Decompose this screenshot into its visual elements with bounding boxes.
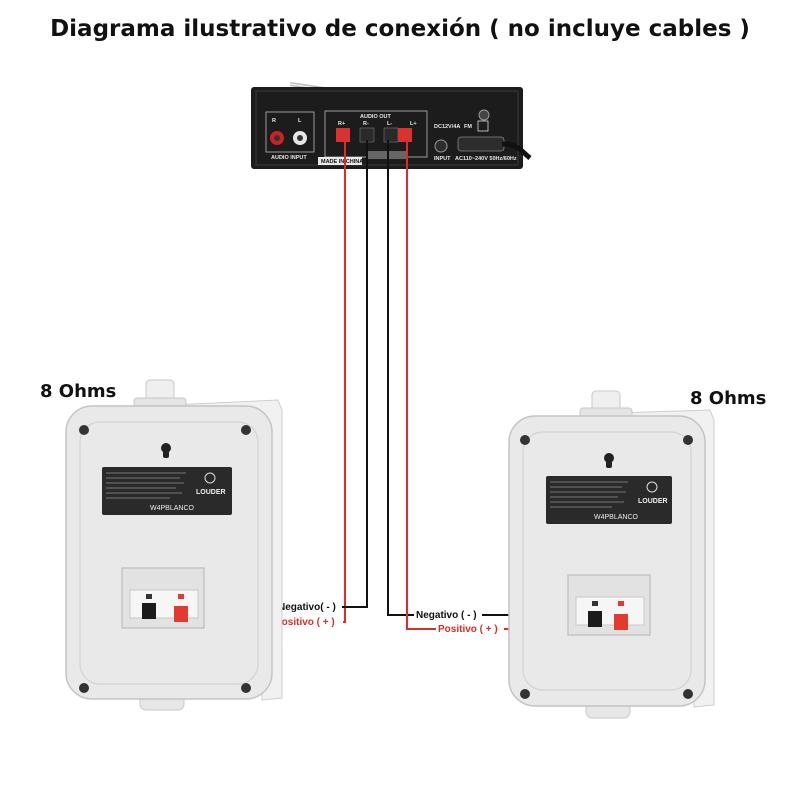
made-in-label: MADE IN CHINA xyxy=(321,159,363,165)
terminal-negative xyxy=(588,611,602,627)
term-r-pos-label: R+ xyxy=(338,121,345,127)
terminal-positive xyxy=(174,606,188,622)
model-label: W4PBLANCO xyxy=(150,505,195,512)
ac-label: AC110~240V 50Hz/60Hz xyxy=(455,156,517,162)
audio-out-label: AUDIO OUT xyxy=(360,114,392,120)
label-right-positive: Positivo ( + ) xyxy=(438,624,498,635)
diagram-title: Diagrama ilustrativo de conexión ( no in… xyxy=(50,16,750,42)
terminal-r-positive xyxy=(336,128,350,142)
input-label: INPUT xyxy=(434,156,451,162)
terminal-positive xyxy=(614,614,628,630)
jack-l-label: L xyxy=(298,118,302,124)
label-right-negative: Negativo ( - ) xyxy=(416,610,477,621)
antenna-jack xyxy=(478,109,490,121)
brand-label: LOUDER xyxy=(638,498,668,505)
fm-label: FM xyxy=(464,124,472,130)
model-label: W4PBLANCO xyxy=(594,514,639,521)
brand-label: LOUDER xyxy=(196,489,226,496)
left-speaker-impedance: 8 Ohms xyxy=(40,381,117,402)
info-plate xyxy=(102,467,232,515)
term-l-neg-label: L- xyxy=(387,121,392,127)
terminal-l-negative xyxy=(383,127,399,143)
terminal-r-negative xyxy=(359,127,375,143)
term-l-pos-label: L+ xyxy=(410,121,417,127)
audio-input-panel xyxy=(265,111,315,153)
term-r-neg-label: R- xyxy=(363,121,369,127)
label-left-positive: Positivo ( + ) xyxy=(275,617,335,628)
info-plate xyxy=(546,476,672,524)
brand-logo-icon xyxy=(646,481,658,493)
ac-socket xyxy=(457,136,505,152)
dc-label: DC12V/4A xyxy=(434,124,460,130)
amplifier: R L AUDIO INPUT AUDIO OUT R+ R- L- L+ MA… xyxy=(251,82,532,169)
right-speaker-impedance: 8 Ohms xyxy=(690,388,767,409)
dc-jack xyxy=(434,139,448,153)
label-left-negative: Negativo( - ) xyxy=(278,602,336,613)
audio-input-label: AUDIO INPUT xyxy=(271,155,307,161)
power-cord xyxy=(501,141,532,160)
made-in-plate xyxy=(318,157,362,165)
terminal-negative xyxy=(142,603,156,619)
left-speaker: LOUDER W4PBLANCO xyxy=(65,379,283,711)
jack-r-label: R xyxy=(272,118,276,124)
right-speaker: LOUDER W4PBLANCO xyxy=(508,390,715,719)
brand-logo-icon xyxy=(204,472,216,484)
terminal-l-positive xyxy=(398,128,412,142)
